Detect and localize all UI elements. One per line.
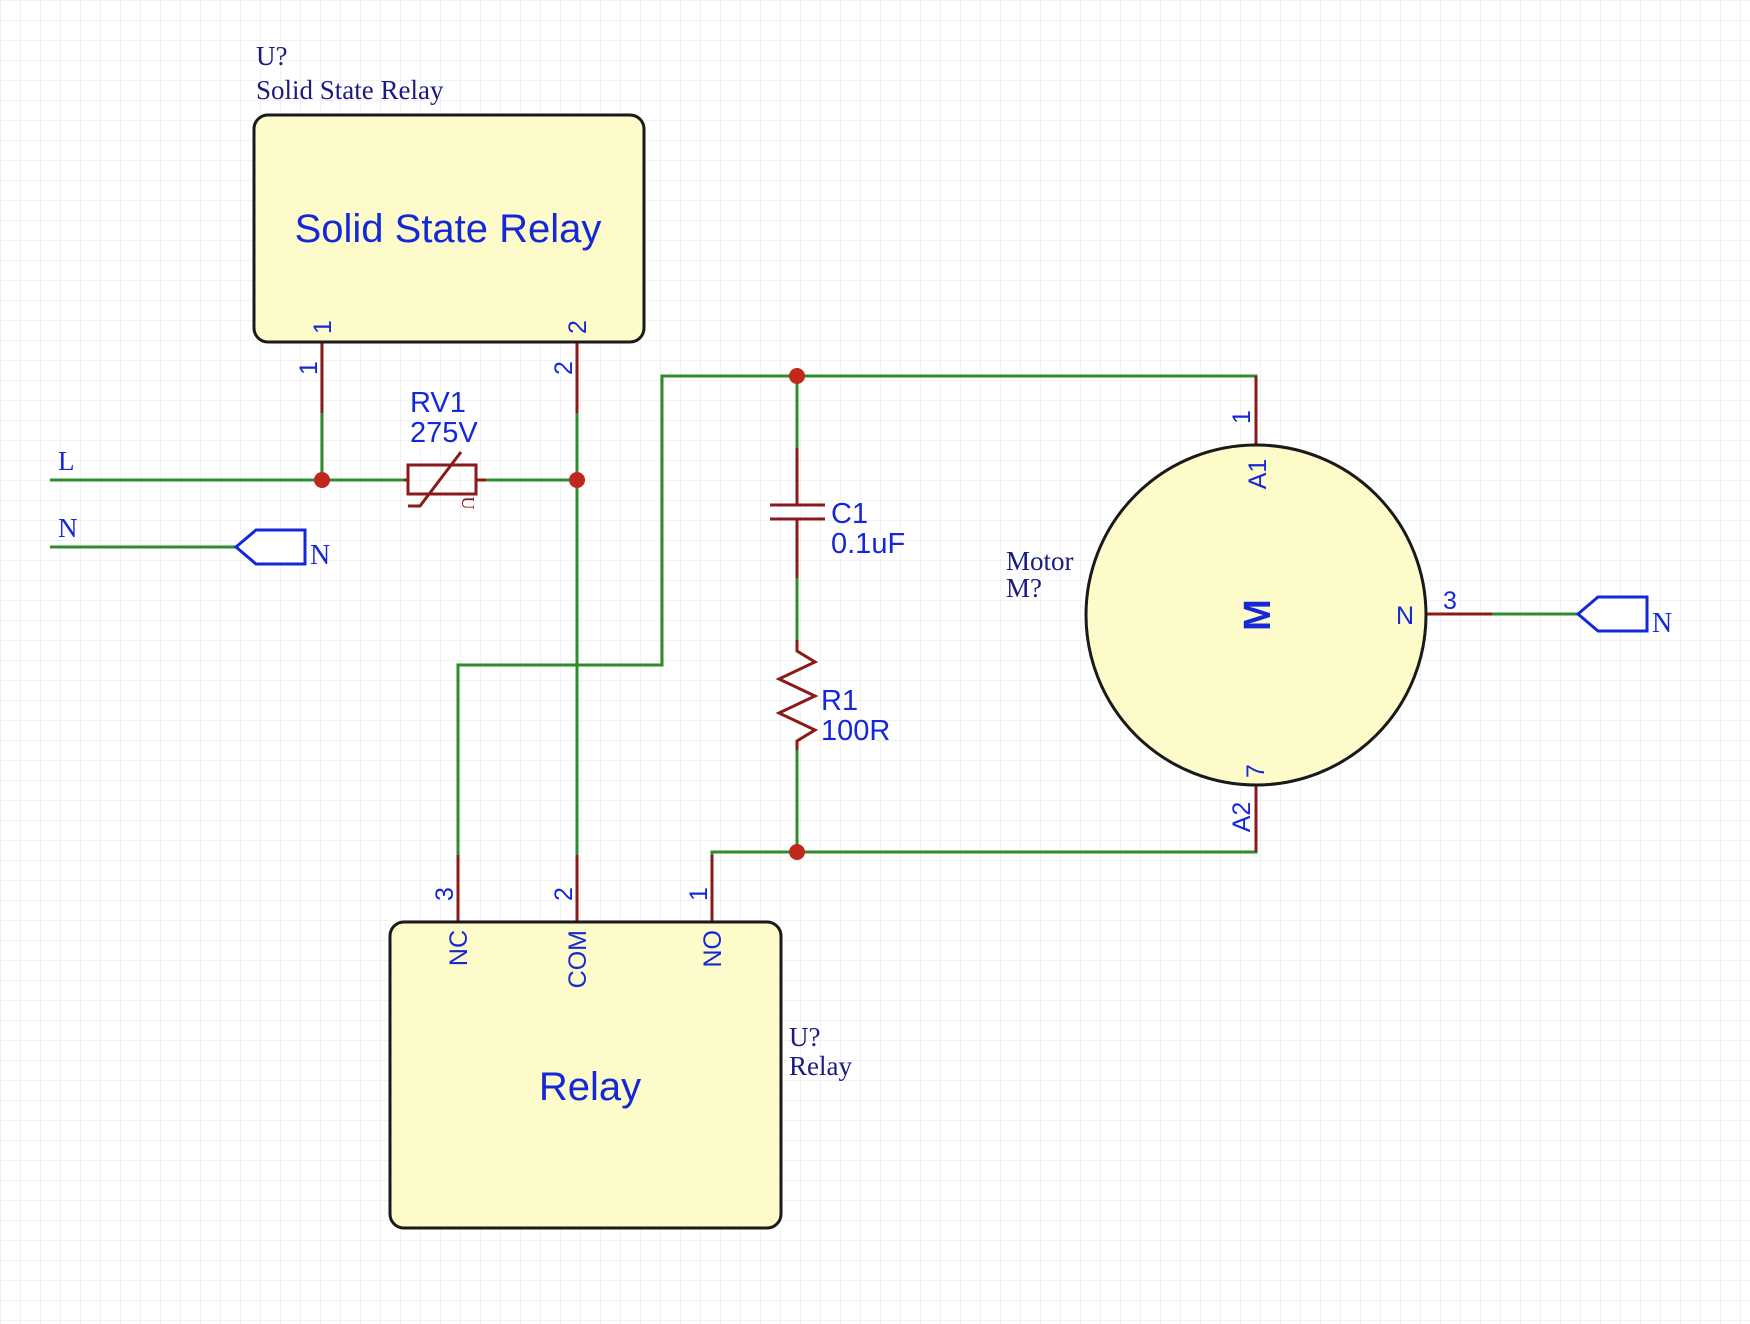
port-right-label: N (1652, 608, 1672, 639)
motor-pin7-name: A2 (1228, 802, 1256, 833)
relay-body-label: Relay (539, 1065, 641, 1109)
motor-body-label: M (1237, 599, 1279, 631)
varistor-slash (408, 451, 463, 508)
net-label-n: N (58, 513, 78, 543)
port-left[interactable]: N (233, 528, 330, 571)
ssr-body-label: Solid State Relay (295, 207, 602, 251)
ssr-pin1-number: 1 (295, 361, 323, 375)
motor-body (1084, 443, 1428, 787)
resistor-zigzag (775, 640, 819, 750)
port-right-shape (1575, 595, 1649, 633)
ssr-pin1-name: 1 (309, 320, 337, 334)
varistor-designator: RV1 (410, 387, 466, 419)
ssr-comment: Solid State Relay (256, 75, 444, 105)
port-left-shape (233, 528, 307, 566)
ssr-body (252, 113, 646, 344)
motor-pin1-name: A1 (1244, 459, 1272, 490)
junctions (314, 368, 805, 860)
port-left-label: N (310, 540, 330, 571)
resistor-designator: R1 (821, 685, 858, 717)
junction-cap-top (789, 368, 805, 384)
relay-pin1-number: 1 (685, 887, 713, 901)
relay-pin2-number: 2 (550, 887, 578, 901)
varistor-body (406, 463, 478, 496)
junction-ssr-pin2 (569, 472, 585, 488)
motor-pin1-number: 1 (1228, 410, 1256, 424)
relay-body (388, 920, 783, 1230)
varistor-mark: U (458, 497, 478, 510)
motor-comment: Motor (1006, 546, 1074, 576)
pins (320, 342, 1492, 922)
relay-pin3-number: 3 (431, 887, 459, 901)
resistor-r1[interactable]: R1 100R (775, 640, 890, 750)
relay-component[interactable]: Relay U? Relay 3 2 1 NC COM NO (388, 887, 852, 1230)
relay-pin3-name: NC (445, 930, 473, 966)
capacitor-value: 0.1uF (831, 528, 905, 560)
resistor-value: 100R (821, 715, 890, 747)
capacitor-c1[interactable]: C1 0.1uF (770, 448, 905, 578)
relay-pin1-name: NO (699, 930, 727, 968)
varistor-value: 275V (410, 417, 478, 449)
ssr-pin2-name: 2 (564, 320, 592, 334)
motor-pin7-number: 7 (1242, 764, 1270, 778)
junction-ssr-pin1 (314, 472, 330, 488)
junction-res-bottom (789, 844, 805, 860)
ssr-designator: U? (256, 41, 287, 71)
ssr-component[interactable]: U? Solid State Relay Solid State Relay 1… (252, 41, 646, 375)
ssr-pin2-number: 2 (550, 361, 578, 375)
varistor-rv1[interactable]: RV1 275V U (404, 387, 486, 510)
motor-pin3-name: N (1396, 602, 1414, 630)
net-label-l: L (58, 446, 75, 476)
motor-component[interactable]: M Motor M? 1 A1 7 A2 N 3 (1006, 410, 1457, 832)
motor-designator: M? (1006, 573, 1042, 603)
capacitor-designator: C1 (831, 498, 868, 530)
relay-pin2-name: COM (564, 930, 592, 988)
port-right[interactable]: N (1575, 595, 1672, 639)
relay-designator: U? (789, 1022, 820, 1052)
motor-pin3-number: 3 (1443, 587, 1457, 615)
relay-comment: Relay (789, 1051, 852, 1081)
